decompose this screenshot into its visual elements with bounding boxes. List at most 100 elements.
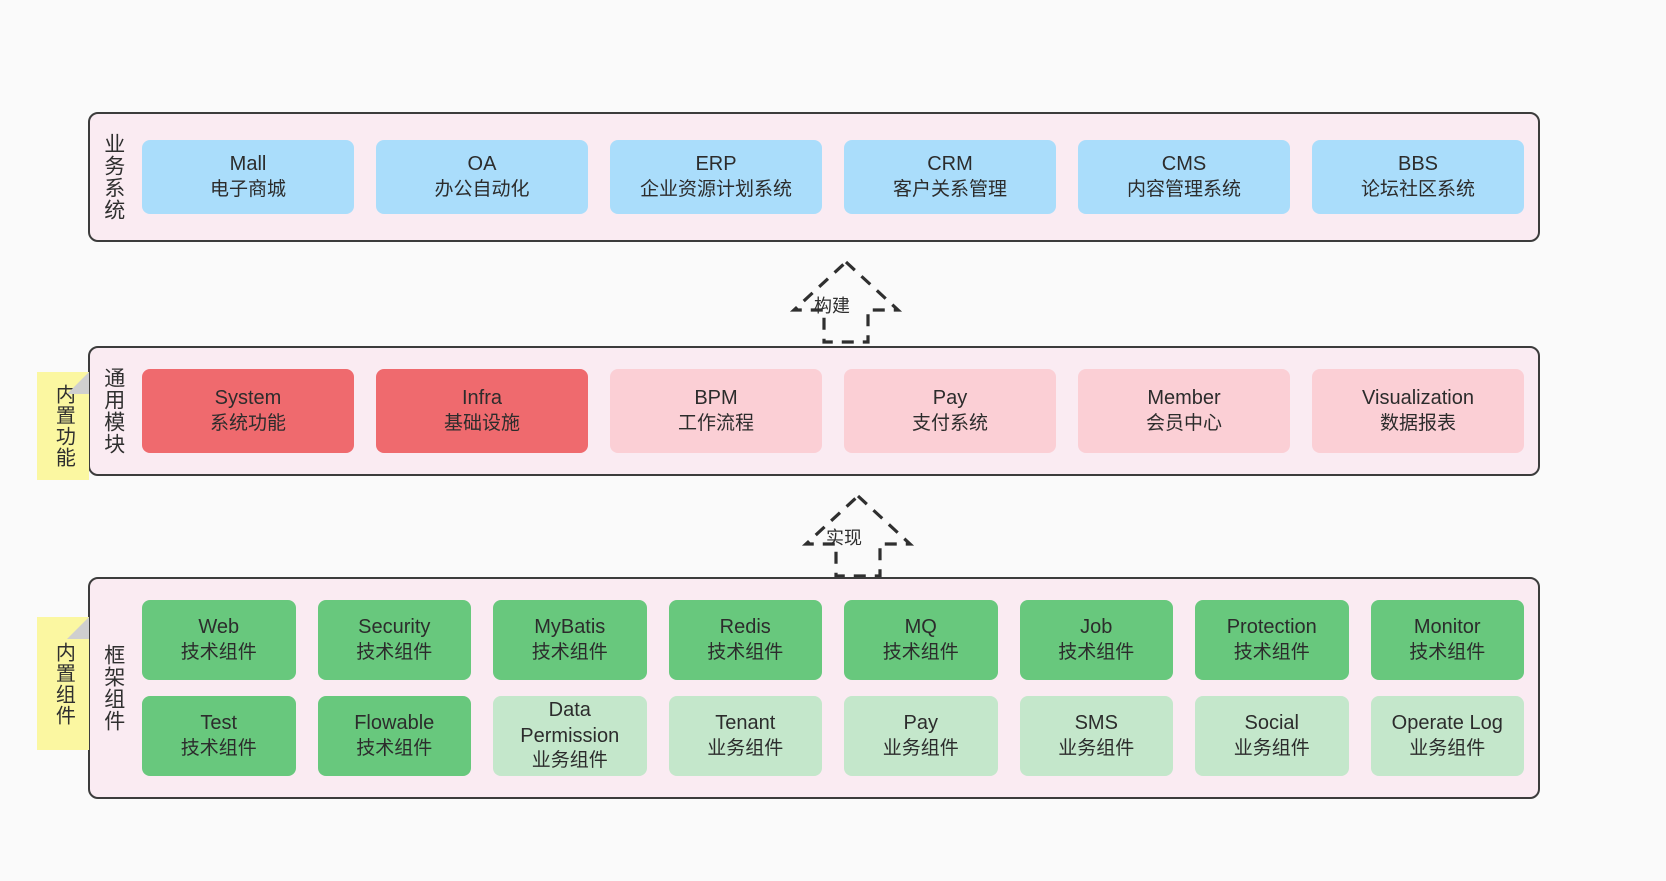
card-title-en: Redis [719,616,771,639]
card-security[interactable]: Security 技术组件 [317,600,471,680]
layer-title-business-systems: 业务系统 [101,133,125,221]
card-title-en: System [214,387,282,410]
card-title-en: Security [358,616,431,639]
card-title-en: Operate Log [1391,712,1503,735]
card-infra[interactable]: Infra 基础设施 [376,369,588,453]
card-title-en: Test [200,712,238,735]
layer-common-modules: 通用模块 System 系统功能 Infra 基础设施 BPM 工作流程 Pay… [88,346,1540,476]
card-title-cn: 业务组件 [1233,737,1310,759]
card-visualization[interactable]: Visualization 数据报表 [1312,369,1524,453]
card-title-en: Job [1080,616,1113,639]
layer-body-common-modules: System 系统功能 Infra 基础设施 BPM 工作流程 Pay 支付系统… [136,348,1538,474]
card-title-cn: 电子商城 [209,178,286,200]
card-title-en: BPM [694,387,738,410]
card-sms[interactable]: SMS 业务组件 [1019,696,1173,776]
card-test[interactable]: Test 技术组件 [142,696,296,776]
card-title-cn: 技术组件 [1233,641,1310,663]
card-title-en: Data Permission [520,699,620,747]
layer-framework-components: 框架组件 Web 技术组件 Security 技术组件 MyBatis 技术组件… [88,577,1540,799]
card-bpm[interactable]: BPM 工作流程 [610,369,822,453]
card-title-en: Pay [903,712,938,735]
card-title-en: Member [1147,387,1221,410]
card-operate-log[interactable]: Operate Log 业务组件 [1370,696,1524,776]
card-pay[interactable]: Pay 支付系统 [844,369,1056,453]
layer-business-systems: 业务系统 Mall 电子商城 OA 办公自动化 ERP 企业资源计划系统 CRM… [88,112,1540,242]
card-redis[interactable]: Redis 技术组件 [668,600,822,680]
card-title-cn: 技术组件 [707,641,784,663]
card-web[interactable]: Web 技术组件 [142,600,296,680]
card-erp[interactable]: ERP 企业资源计划系统 [610,140,822,214]
layer-body-framework-components: Web 技术组件 Security 技术组件 MyBatis 技术组件 Redi… [136,579,1538,797]
card-title-cn: 系统功能 [209,412,286,434]
card-title-en: BBS [1397,153,1439,176]
card-title-cn: 业务组件 [707,737,784,759]
card-member[interactable]: Member 会员中心 [1078,369,1290,453]
sticky-note-label: 内置功能 [52,384,75,468]
card-title-cn: 技术组件 [180,641,257,663]
card-title-cn: 技术组件 [180,737,257,759]
card-title-en: OA [467,153,497,176]
connector-label-realize: 实现 [826,528,862,548]
card-protection[interactable]: Protection 技术组件 [1195,600,1349,680]
card-row: Web 技术组件 Security 技术组件 MyBatis 技术组件 Redi… [142,600,1524,680]
card-system[interactable]: System 系统功能 [142,369,354,453]
card-bbs[interactable]: BBS 论坛社区系统 [1312,140,1524,214]
sticky-note-builtin-components: 内置组件 [37,617,89,750]
card-monitor[interactable]: Monitor 技术组件 [1370,600,1524,680]
layer-body-business-systems: Mall 电子商城 OA 办公自动化 ERP 企业资源计划系统 CRM 客户关系… [136,114,1538,240]
card-title-cn: 办公自动化 [434,178,530,200]
card-title-en: Flowable [354,712,435,735]
card-title-en: MQ [904,616,937,639]
card-social[interactable]: Social 业务组件 [1195,696,1349,776]
card-job[interactable]: Job 技术组件 [1019,600,1173,680]
card-row: Mall 电子商城 OA 办公自动化 ERP 企业资源计划系统 CRM 客户关系… [142,140,1524,214]
layer-title-framework-components: 框架组件 [101,644,125,732]
card-oa[interactable]: OA 办公自动化 [376,140,588,214]
card-title-cn: 基础设施 [443,412,520,434]
card-title-en: Mall [229,153,267,176]
card-title-cn: 数据报表 [1379,412,1456,434]
card-title-cn: 技术组件 [1058,641,1135,663]
card-title-cn: 技术组件 [882,641,959,663]
card-mq[interactable]: MQ 技术组件 [844,600,998,680]
card-title-cn: 业务组件 [1058,737,1135,759]
card-title-cn: 业务组件 [882,737,959,759]
sticky-note-builtin-functions: 内置功能 [37,372,89,480]
card-title-en: ERP [695,153,737,176]
layer-title-common-modules: 通用模块 [101,367,125,455]
card-title-en: CMS [1161,153,1207,176]
card-title-cn: 内容管理系统 [1126,178,1241,200]
card-title-cn: 技术组件 [356,641,433,663]
card-title-cn: 技术组件 [1409,641,1486,663]
card-title-en: Infra [461,387,503,410]
card-title-en: Pay [932,387,968,410]
connector-label-build: 构建 [814,296,850,316]
card-title-en: Visualization [1362,387,1474,410]
card-title-en: Monitor [1413,616,1481,639]
card-title-cn: 工作流程 [677,412,754,434]
card-title-cn: 企业资源计划系统 [639,178,792,200]
card-mall[interactable]: Mall 电子商城 [142,140,354,214]
card-crm[interactable]: CRM 客户关系管理 [844,140,1056,214]
card-title-en: CRM [927,153,973,176]
card-title-en: SMS [1074,712,1118,735]
card-title-cn: 技术组件 [356,737,433,759]
card-title-en: Tenant [715,712,776,735]
card-flowable[interactable]: Flowable 技术组件 [317,696,471,776]
card-mybatis[interactable]: MyBatis 技术组件 [493,600,647,680]
card-cms[interactable]: CMS 内容管理系统 [1078,140,1290,214]
sticky-note-label: 内置组件 [52,641,75,726]
card-title-en: Social [1244,712,1299,735]
card-pay-business[interactable]: Pay 业务组件 [844,696,998,776]
card-title-cn: 论坛社区系统 [1360,178,1475,200]
card-title-cn: 支付系统 [911,412,988,434]
card-title-en: Web [198,616,240,639]
card-data-permission[interactable]: Data Permission 业务组件 [493,696,647,776]
card-title-cn: 业务组件 [531,750,608,772]
card-row: Test 技术组件 Flowable 技术组件 Data Permission … [142,696,1524,776]
card-title-cn: 会员中心 [1145,412,1222,434]
card-title-cn: 客户关系管理 [892,178,1007,200]
card-title-en: MyBatis [534,616,606,639]
card-tenant[interactable]: Tenant 业务组件 [668,696,822,776]
